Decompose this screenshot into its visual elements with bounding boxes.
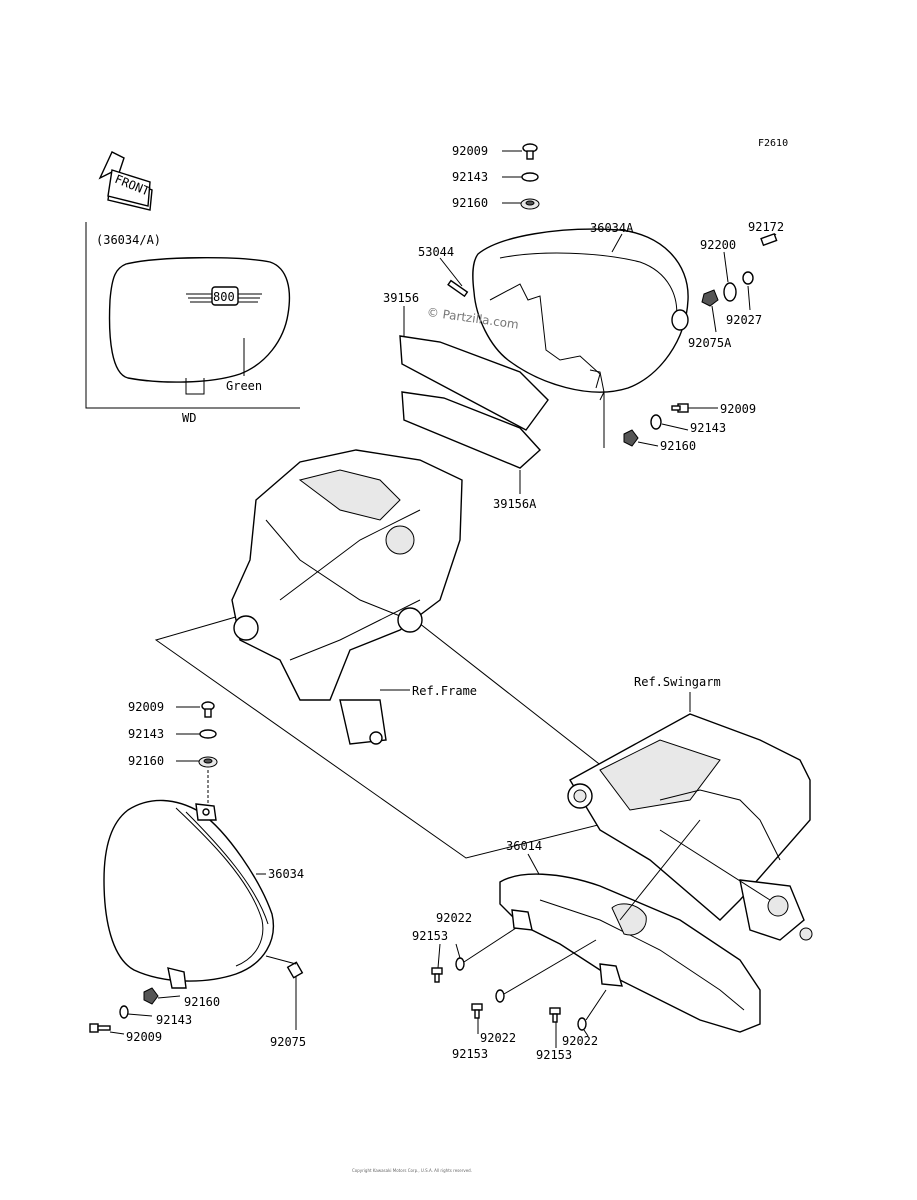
collar-icon <box>742 271 754 285</box>
label-92022-b: 92022 <box>480 1031 516 1045</box>
bolt-icon <box>471 1003 483 1019</box>
washer-icon <box>723 282 737 302</box>
label-36034: 36034 <box>268 867 304 881</box>
label-ref-frame: Ref.Frame <box>412 684 477 698</box>
label-92160-top: 92160 <box>452 196 488 210</box>
label-92027: 92027 <box>726 313 762 327</box>
label-92153-a: 92153 <box>412 929 448 943</box>
label-36014: 36014 <box>506 839 542 853</box>
frame-assembly: Ref.Frame <box>154 449 660 859</box>
label-92153-c: 92153 <box>536 1048 572 1062</box>
washer-icon <box>650 414 662 430</box>
bolt-icon <box>549 1007 561 1023</box>
grommet-icon <box>198 756 218 768</box>
right-lower-fasteners: 92009 92143 92160 <box>603 392 756 453</box>
right-upper-fasteners: 92172 92200 92027 92075A <box>688 220 784 350</box>
label-92075A: 92075A <box>688 336 732 350</box>
label-ref-swingarm: Ref.Swingarm <box>634 675 721 689</box>
label-92143-bottom: 92143 <box>156 1013 192 1027</box>
footer-copyright: Copyright Kawasaki Motors Corp., U.S.A. … <box>352 1168 472 1173</box>
label-92022-c: 92022 <box>562 1034 598 1048</box>
washer-icon <box>495 989 505 1003</box>
grommet-icon <box>143 987 159 1005</box>
label-92009-top: 92009 <box>452 144 488 158</box>
label-39156: 39156 <box>383 291 419 305</box>
label-92153-b: 92153 <box>452 1047 488 1061</box>
inset-region: WD <box>182 411 196 425</box>
inset-ref: (36034/A) <box>96 233 161 247</box>
label-36034A: 36034A <box>590 221 634 235</box>
bolt-icon <box>671 403 689 413</box>
label-92009-bottom: 92009 <box>126 1030 162 1044</box>
left-lower-fasteners: 92160 92143 92009 92075 <box>89 955 306 1049</box>
label-92160-right: 92160 <box>660 439 696 453</box>
front-arrow-icon: FRONT <box>98 151 153 211</box>
pin-53044: 53044 <box>418 245 469 298</box>
label-39156A: 39156A <box>493 497 537 511</box>
label-92172: 92172 <box>748 220 784 234</box>
washer-icon <box>577 1017 587 1031</box>
damper-pads: 39156 39156A <box>383 291 549 511</box>
bolt-icon <box>89 1023 111 1033</box>
washer-icon <box>521 172 539 182</box>
grommet-icon <box>623 429 639 447</box>
label-92160-left: 92160 <box>128 754 164 768</box>
label-92200: 92200 <box>700 238 736 252</box>
screw-icon <box>286 961 304 979</box>
bolt-icon <box>522 143 538 160</box>
side-cover-36034A: 36034A <box>472 221 689 401</box>
emblem-text: 800 <box>213 290 235 304</box>
nut-icon <box>701 289 719 307</box>
label-92143-right: 92143 <box>690 421 726 435</box>
screw-icon <box>760 232 778 247</box>
side-cover-36034: 36034 <box>103 799 304 989</box>
inset-side-cover <box>108 257 291 383</box>
figure-code: F2610 <box>758 138 788 149</box>
bolt-icon <box>201 701 215 718</box>
chain-guard-36014: 36014 <box>499 819 771 1033</box>
chain-guard-fasteners: 92022 92153 92022 92153 92022 92153 <box>412 911 607 1062</box>
inset-panel: (36034/A) 800 Green WD <box>85 222 300 425</box>
washer-icon <box>455 957 465 971</box>
grommet-icon <box>520 198 540 210</box>
label-92022-a: 92022 <box>436 911 472 925</box>
top-fastener-stack: 92009 92143 92160 <box>452 143 540 210</box>
label-92075: 92075 <box>270 1035 306 1049</box>
label-92143-top: 92143 <box>452 170 488 184</box>
label-92009-right: 92009 <box>720 402 756 416</box>
washer-icon <box>119 1005 129 1019</box>
label-92009-left: 92009 <box>128 700 164 714</box>
washer-icon <box>199 729 217 739</box>
label-53044: 53044 <box>418 245 454 259</box>
emblem-800-icon: 800 <box>186 286 262 306</box>
left-fastener-stack: 92009 92143 92160 <box>128 700 218 810</box>
swingarm-assembly: Ref.Swingarm <box>567 675 813 941</box>
bolt-icon <box>431 967 443 983</box>
label-92143-left: 92143 <box>128 727 164 741</box>
inset-color-note: Green <box>226 379 262 393</box>
label-92160-bottom: 92160 <box>184 995 220 1009</box>
